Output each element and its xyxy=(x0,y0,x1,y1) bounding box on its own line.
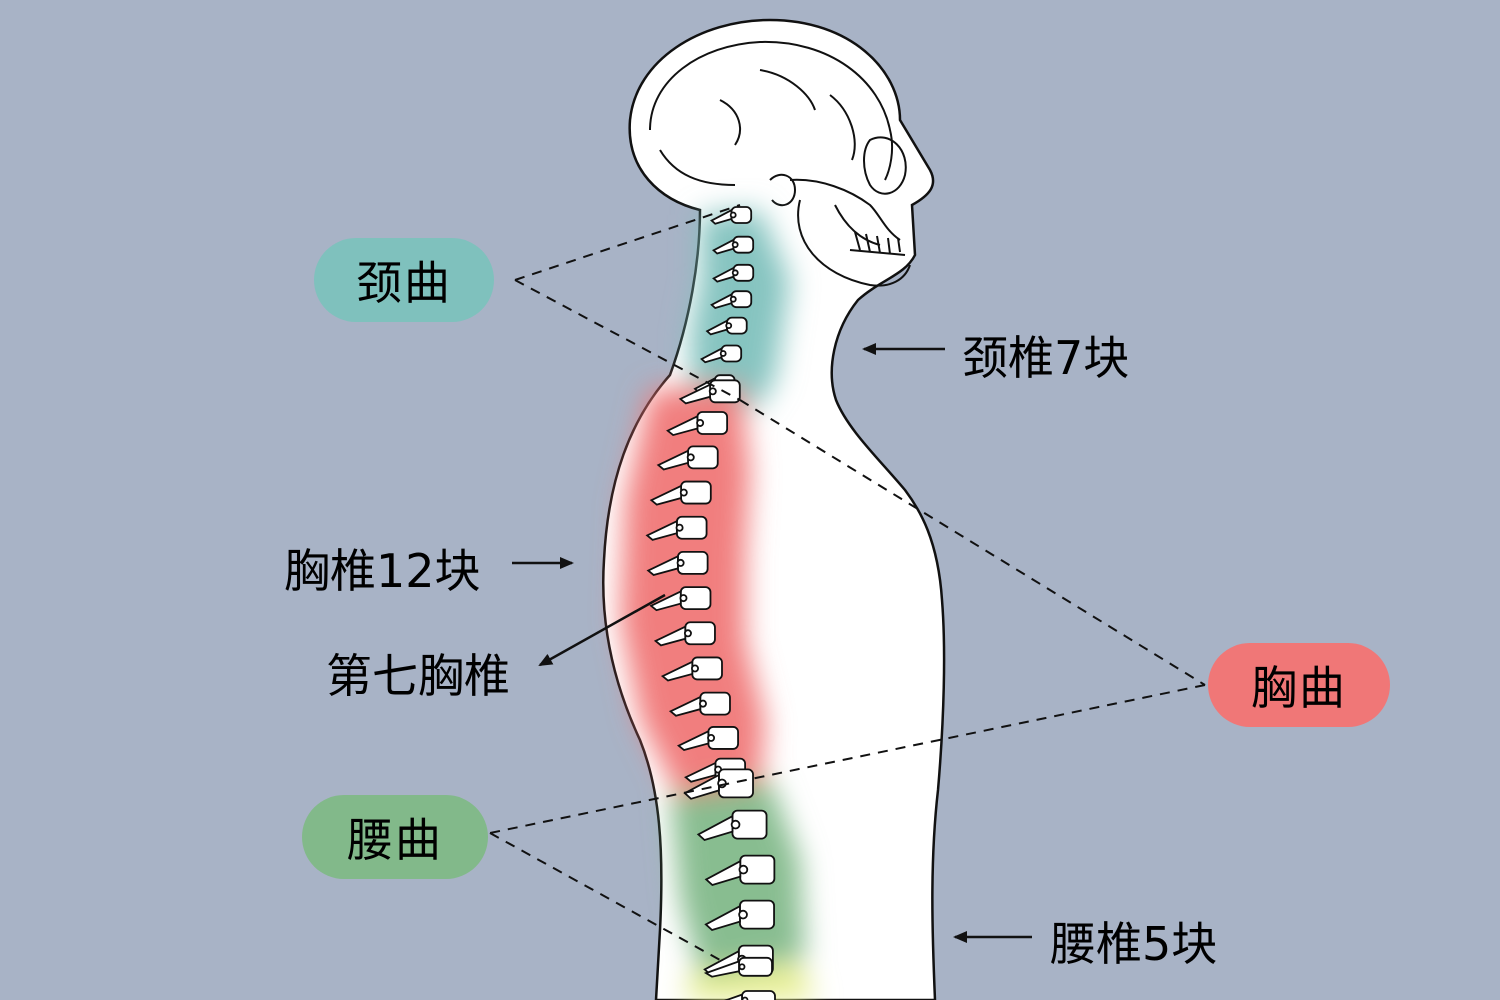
cervical-curve-label: 颈曲 xyxy=(356,256,452,310)
lumbar-curve-label: 腰曲 xyxy=(347,813,443,867)
vertebral-column xyxy=(645,206,776,1000)
cervical-vertebra-foramen xyxy=(731,269,739,277)
sacral-segment-process xyxy=(724,993,743,1000)
cervical-vertebra-foramen xyxy=(729,295,737,303)
thoracic-vertebra-foramen xyxy=(691,664,699,673)
lumbar-vertebra xyxy=(704,899,775,932)
sacral-segment xyxy=(724,990,776,1000)
thoracic-curve-pill: 胸曲 xyxy=(1208,643,1390,727)
lumbar-curve-pill: 腰曲 xyxy=(302,795,488,879)
cervical-vertebra-foramen xyxy=(731,241,739,249)
curve-guides xyxy=(489,204,1206,961)
cervical-vertebrae-label: 颈椎7块 xyxy=(962,331,1130,385)
cervical-vertebra xyxy=(712,263,755,283)
cervical-vertebra-foramen xyxy=(725,322,733,330)
thoracic-vertebra-foramen xyxy=(679,594,688,603)
thoracic-vertebra-foramen xyxy=(683,629,692,638)
thoracic-vertebra xyxy=(649,586,712,612)
lumbar-vertebra-foramen xyxy=(738,909,748,920)
seventh-thoracic-label: 第七胸椎 xyxy=(326,649,510,703)
thoracic-vertebra-foramen xyxy=(679,488,688,497)
skull-drawing xyxy=(649,40,911,287)
cervical-vertebra xyxy=(710,290,753,310)
cervical-vertebra-foramen xyxy=(719,350,727,357)
sacral-segment-foramen xyxy=(738,963,746,971)
lumbar-vertebra xyxy=(696,809,768,842)
t7-arrow xyxy=(538,593,666,667)
thoracic-vertebra-foramen xyxy=(696,418,705,427)
thoracic-vertebra xyxy=(678,379,741,405)
thoracic-vertebra xyxy=(645,515,708,541)
thoracic-vertebra xyxy=(656,445,719,471)
lumbar-vertebrae-label: 腰椎5块 xyxy=(1050,917,1218,971)
thoracic-vertebra xyxy=(668,691,731,717)
thoracic-vertebra xyxy=(646,551,709,576)
cervical-guide-lower xyxy=(514,279,741,401)
sacral-segment-body xyxy=(741,990,776,1000)
cervical-vertebra xyxy=(705,316,748,336)
thoracic-vertebra-foramen xyxy=(707,733,716,742)
cervical-vertebra-foramen xyxy=(729,211,737,219)
thoracic-vertebra xyxy=(649,480,712,506)
thoracic-vertebra xyxy=(676,726,739,752)
thoracic-vertebrae-label: 胸椎12块 xyxy=(284,544,481,598)
cervical-vertebra xyxy=(700,344,743,364)
cervical-curve-pill: 颈曲 xyxy=(314,238,494,322)
thoracic-vertebra-foramen xyxy=(698,699,707,708)
lumbar-vertebra-foramen xyxy=(738,864,749,875)
lumbar-guide-lower xyxy=(489,832,721,961)
cervical-vertebra xyxy=(712,235,755,255)
thoracic-vertebra-foramen xyxy=(686,453,695,462)
thoracic-guide-upper xyxy=(739,399,1206,686)
thoracic-vertebra xyxy=(660,656,723,682)
pointer-arrows xyxy=(512,343,1032,943)
thoracic-vertebra-foramen xyxy=(676,558,685,567)
cervical-vertebra xyxy=(710,206,753,225)
thoracic-vertebra-foramen xyxy=(675,523,684,532)
lumbar-vertebra-foramen xyxy=(730,819,741,830)
cervical-guide-upper xyxy=(514,204,741,281)
thoracic-vertebra xyxy=(653,621,716,647)
thoracic-vertebra-foramen xyxy=(708,387,717,396)
thoracic-vertebra xyxy=(666,411,729,437)
sacral-segment xyxy=(703,956,773,978)
thoracic-curve-label: 胸曲 xyxy=(1251,661,1347,715)
lumbar-vertebra xyxy=(704,854,776,887)
thoracic-guide-lower xyxy=(489,684,1206,834)
